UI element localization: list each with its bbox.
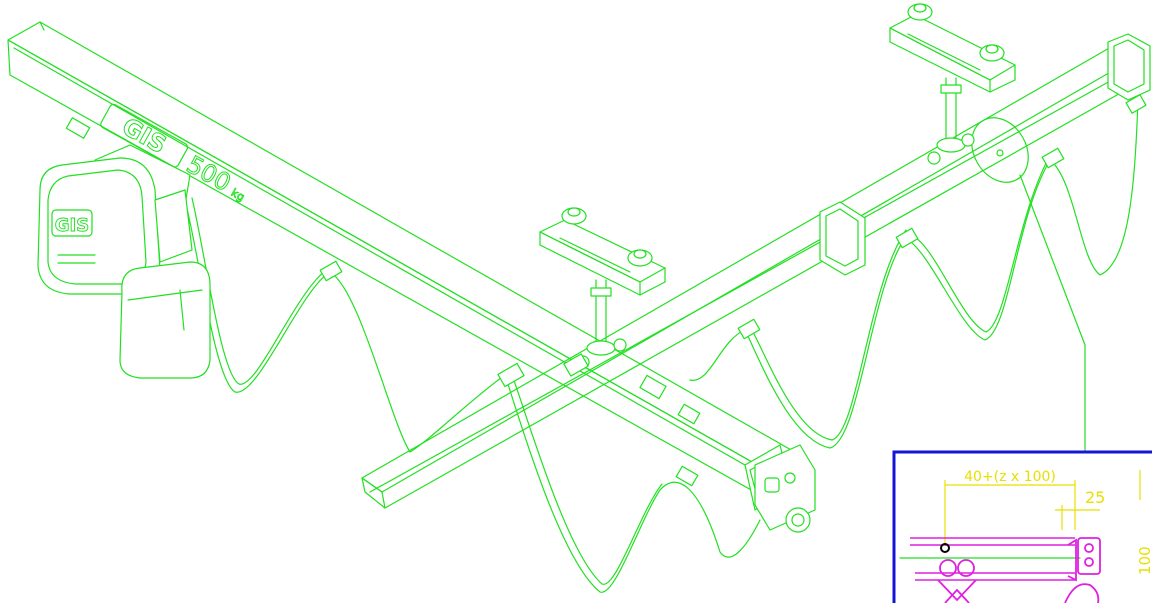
chain-hoist: GIS <box>37 144 211 379</box>
cable-trolleys <box>65 94 1147 487</box>
dimension-spacing-label: 40+(z x 100) <box>964 469 1056 485</box>
hoist-logo: GIS <box>55 215 89 236</box>
suspension-bracket-right <box>889 3 1016 165</box>
dimension-end-label: 25 <box>1085 488 1105 507</box>
runway-beam <box>361 33 1151 509</box>
detail-inset: 40+(z x 100) 25 100 <box>892 450 1152 607</box>
end-carriage <box>754 444 816 533</box>
dimension-side-label: 100 <box>1136 546 1152 575</box>
suspension-bracket-left <box>539 207 666 369</box>
detail-marker <box>971 117 1086 453</box>
capacity-number: 500 <box>182 150 236 197</box>
capacity-unit: kg <box>229 186 247 204</box>
